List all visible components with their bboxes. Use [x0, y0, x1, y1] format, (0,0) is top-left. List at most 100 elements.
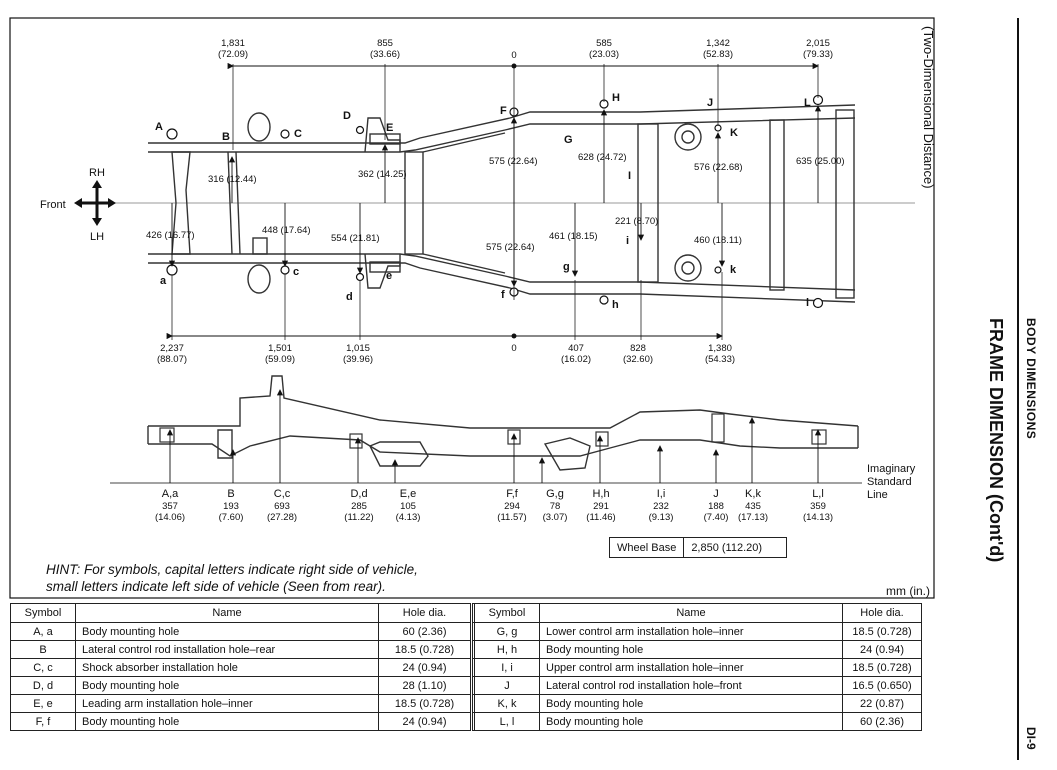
width-dim-arrows: [168, 105, 822, 287]
bottom-dim-mm: 0: [511, 343, 516, 354]
bottom-dim-mm: 407: [568, 343, 584, 354]
symbol-letter: k: [730, 264, 737, 276]
symbol-letter: F: [500, 105, 507, 117]
hint-note: HINT: For symbols, capital letters indic…: [46, 562, 418, 594]
rh-symbols: A B C D E F G H I J K L: [155, 92, 811, 182]
symbol-letter: E: [386, 122, 393, 134]
symbol-letter: A: [155, 121, 163, 133]
width-dim-label: 460 (18.11): [694, 235, 742, 246]
symbol-letter: I: [628, 170, 631, 182]
two-dimensional-note: (Two-Dimensional Distance): [921, 26, 936, 189]
table-row: D, d Body mounting hole 28 (1.10) J Late…: [10, 676, 922, 695]
symbol-letter: d: [346, 291, 353, 303]
width-dim-label: 362 (14.25): [358, 169, 407, 180]
symbol-letter: C: [294, 128, 302, 140]
height-mm: 105: [400, 501, 416, 512]
bottom-dim-in: (16.02): [561, 354, 591, 365]
table-row: C, c Shock absorber installation hole 24…: [10, 658, 922, 677]
top-dim-in: (79.33): [803, 49, 833, 60]
symbol-letter: l: [806, 297, 809, 309]
height-symbol: F,f: [506, 488, 519, 500]
top-dim-mm: 1,342: [706, 38, 730, 49]
top-extension-lines: [171, 64, 819, 340]
lh-label: LH: [90, 231, 104, 243]
table-header-row: Symbol Name Hole dia. Symbol Name Hole d…: [10, 603, 922, 623]
height-in: (7.40): [704, 512, 729, 523]
units-label: mm (in.): [886, 584, 930, 598]
symbol-letter: g: [563, 261, 570, 273]
top-dim-in: (23.03): [589, 49, 619, 60]
svg-text:Standard: Standard: [867, 476, 912, 488]
height-in: (11.22): [344, 512, 373, 523]
symbol-letter: i: [626, 235, 629, 247]
diagram-border: [9, 17, 935, 599]
height-symbol: G,g: [546, 488, 564, 500]
height-symbol: K,k: [745, 488, 761, 500]
bottom-dim-mm: 1,501: [268, 343, 292, 354]
height-symbol: C,c: [274, 488, 291, 500]
bottom-dim-in: (54.33): [705, 354, 735, 365]
lh-symbols: a c d e f g h i k l: [160, 235, 809, 311]
mounting-holes-top: [166, 94, 824, 309]
symbol-letter: a: [160, 275, 167, 287]
direction-indicator: Front RH LH: [40, 167, 116, 243]
height-in: (14.13): [803, 512, 833, 523]
height-mm: 693: [274, 501, 290, 512]
table-row: A, a Body mounting hole 60 (2.36) G, g L…: [10, 622, 922, 641]
width-dims: 316 (12.44) 426 (16.77) 448 (17.64) 362 …: [146, 152, 845, 253]
wheel-base-box: Wheel Base 2,850 (112.20): [608, 537, 788, 558]
width-dim-label: 554 (21.81): [331, 233, 380, 244]
symbol-letter: J: [707, 97, 713, 109]
bottom-dim-in: (39.96): [343, 354, 373, 365]
height-symbol: L,l: [812, 488, 824, 500]
bottom-dim-mm: 1,015: [346, 343, 370, 354]
width-dim-label: 221 (8.70): [615, 216, 658, 227]
top-dim-in: (33.66): [370, 49, 400, 60]
width-dim-label: 575 (22.64): [489, 156, 538, 167]
top-dim-mm: 855: [377, 38, 393, 49]
height-in: (17.13): [738, 512, 768, 523]
svg-text:Line: Line: [867, 489, 888, 501]
bottom-dim-in: (32.60): [623, 354, 653, 365]
symbol-letter: H: [612, 92, 620, 104]
width-dim-label: 461 (18.15): [549, 231, 598, 242]
height-in: (11.46): [586, 512, 615, 523]
frame-side-view: [110, 375, 862, 484]
page-title: FRAME DIMENSION (Cont'd): [986, 318, 1006, 563]
height-mm: 193: [223, 501, 239, 512]
top-dim-mm: 2,015: [806, 38, 830, 49]
front-label: Front: [40, 199, 66, 211]
height-symbol: B: [227, 488, 234, 500]
height-symbol: D,d: [350, 488, 367, 500]
height-symbol: A,a: [162, 488, 179, 500]
table-row: F, f Body mounting hole 24 (0.94) L, l B…: [10, 712, 922, 731]
bottom-dim-mm: 828: [630, 343, 646, 354]
height-in: (3.07): [543, 512, 568, 523]
wheel-base-label: Wheel Base: [608, 537, 685, 558]
datum-dot-bottom: [511, 333, 517, 339]
bottom-dim-in: (59.09): [265, 354, 295, 365]
symbol-letter: D: [343, 110, 351, 122]
hole-spec-table: Symbol Name Hole dia. Symbol Name Hole d…: [10, 603, 922, 731]
height-in: (4.13): [396, 512, 421, 523]
height-symbol: H,h: [592, 488, 609, 500]
page-number: DI-9: [1024, 727, 1038, 750]
height-mm: 435: [745, 501, 761, 512]
symbol-letter: e: [386, 270, 392, 282]
datum-dot-top: [511, 63, 517, 69]
bottom-dim-mm: 1,380: [708, 343, 732, 354]
width-dim-label: 426 (16.77): [146, 230, 195, 241]
width-dim-label: 635 (25.00): [796, 156, 845, 167]
height-symbol: J: [713, 488, 719, 500]
width-dim-label: 628 (24.72): [578, 152, 627, 163]
margin-rule: [1017, 18, 1019, 760]
width-dim-label: 316 (12.44): [208, 174, 257, 185]
wheel-base-value: 2,850 (112.20): [683, 537, 788, 558]
top-dim-mm: 0: [511, 50, 516, 61]
height-mm: 78: [550, 501, 561, 512]
height-dims: A,a 357 (14.06) B 193 (7.60) C,c 693 (27…: [155, 488, 833, 523]
top-dim-mm: 1,831: [221, 38, 245, 49]
imaginary-line-label: Imaginary Standard Line: [867, 463, 916, 501]
symbol-letter: L: [804, 97, 811, 109]
